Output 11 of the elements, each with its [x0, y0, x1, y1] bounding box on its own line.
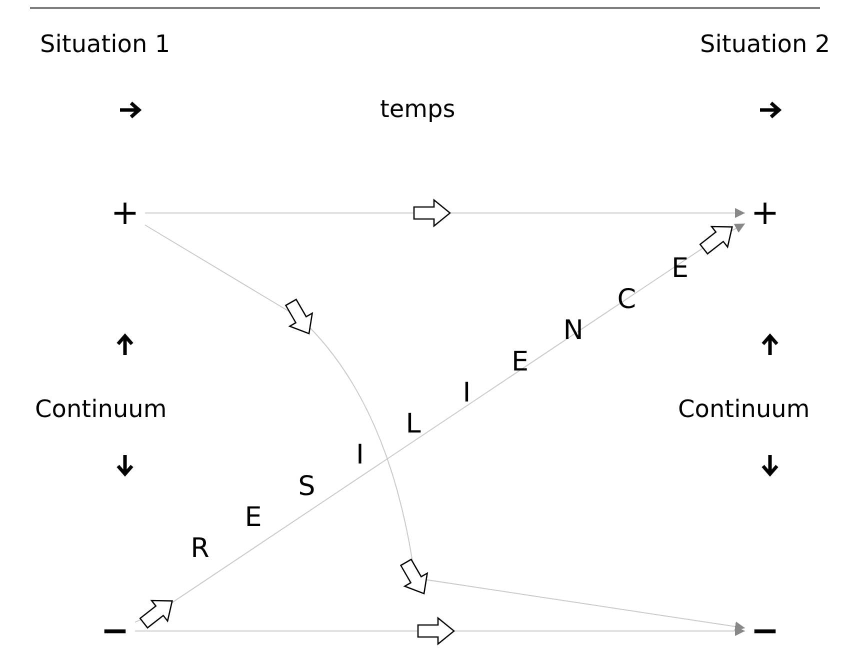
axis-label: Continuum: [35, 395, 167, 423]
column-heading: Situation 2: [700, 30, 830, 58]
minus-sign: −: [745, 611, 785, 651]
plus-sign: +: [105, 193, 145, 233]
axis-label: temps: [380, 95, 456, 123]
hollow-arrow: [134, 616, 746, 646]
column-heading: Situation 1: [40, 30, 170, 58]
axis-label: Continuum: [678, 395, 810, 423]
minus-sign: −: [95, 611, 135, 651]
plus-sign: +: [745, 193, 785, 233]
hollow-arrow: [144, 198, 746, 228]
